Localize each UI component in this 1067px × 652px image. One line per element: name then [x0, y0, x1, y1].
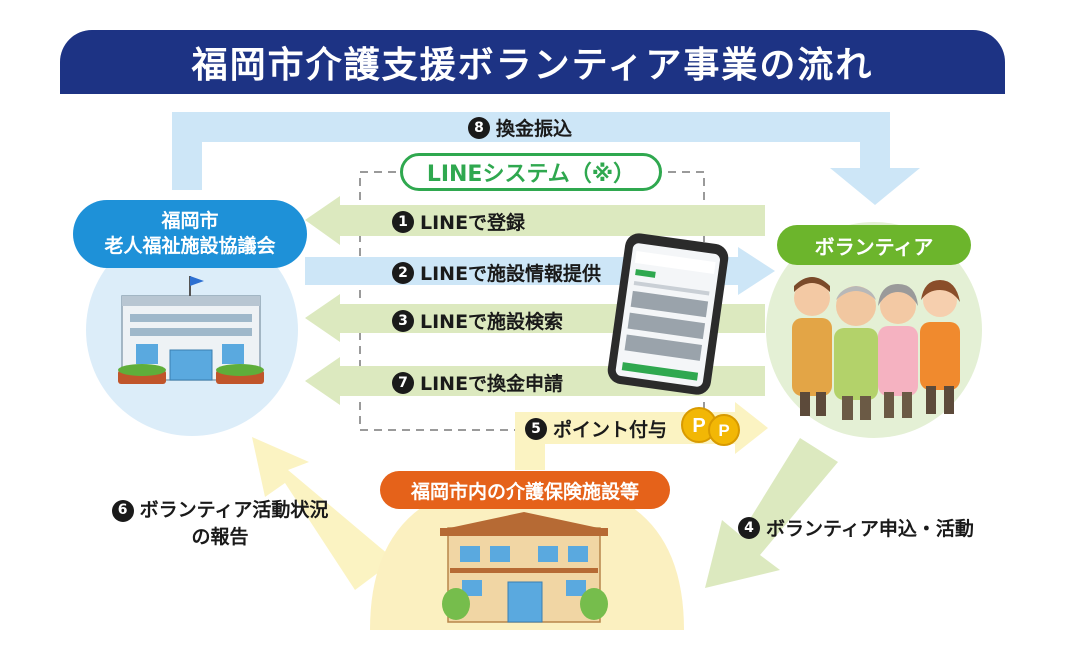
step2-label: 2 LINEで施設情報提供 [392, 259, 601, 286]
facility-illustration [370, 480, 684, 630]
volunteer-illustration [766, 222, 982, 438]
smartphone-illustration [607, 233, 729, 395]
step4-label: 4 ボランティア申込・活動 [738, 514, 974, 541]
step1-label: 1 LINEで登録 [392, 208, 525, 235]
step8-text: 換金振込 [496, 118, 573, 140]
council-line1: 福岡市 [161, 210, 219, 232]
step6-text-line1: ボランティア活動状況 [139, 499, 329, 521]
step1-number: 1 [392, 210, 414, 233]
page-title: 福岡市介護支援ボランティア事業の流れ [60, 30, 1005, 94]
arrow-step6 [252, 437, 395, 590]
step4-text: ボランティア申込・活動 [766, 518, 974, 540]
step3-label: 3 LINEで施設検索 [392, 307, 563, 334]
council-line2: 老人福祉施設協議会 [104, 235, 276, 257]
step3-text: LINEで施設検索 [420, 311, 564, 333]
step6-text-line2: の報告 [191, 526, 249, 548]
step6-number: 6 [111, 499, 134, 522]
step5-text: ポイント付与 [553, 419, 668, 441]
step7-label: 7 LINEで換金申請 [392, 369, 563, 396]
arrow-step4 [705, 438, 838, 588]
arrow-step8 [172, 112, 920, 205]
line-system-label: LINEシステム（※） [400, 153, 662, 191]
step5-label: 5 ポイント付与 [525, 415, 667, 442]
step2-number: 2 [392, 261, 414, 284]
coin-letter: P [692, 415, 705, 437]
arrow-step1 [305, 196, 765, 245]
step5-number: 5 [525, 417, 547, 440]
step3-number: 3 [392, 309, 414, 332]
step1-text: LINEで登録 [420, 212, 526, 234]
step4-number: 4 [738, 516, 760, 539]
step7-text: LINEで換金申請 [420, 373, 564, 395]
coin-letter: P [718, 421, 729, 440]
council-pill: 福岡市 老人福祉施設協議会 [73, 200, 307, 268]
step8-number: 8 [468, 116, 490, 139]
facility-pill: 福岡市内の介護保険施設等 [380, 471, 670, 509]
volunteer-pill: ボランティア [777, 225, 971, 265]
council-illustration [86, 224, 298, 436]
point-coins: P P [681, 407, 740, 446]
step2-text: LINEで施設情報提供 [420, 263, 602, 285]
step8-label: 8 換金振込 [468, 114, 572, 141]
step7-number: 7 [392, 371, 414, 394]
